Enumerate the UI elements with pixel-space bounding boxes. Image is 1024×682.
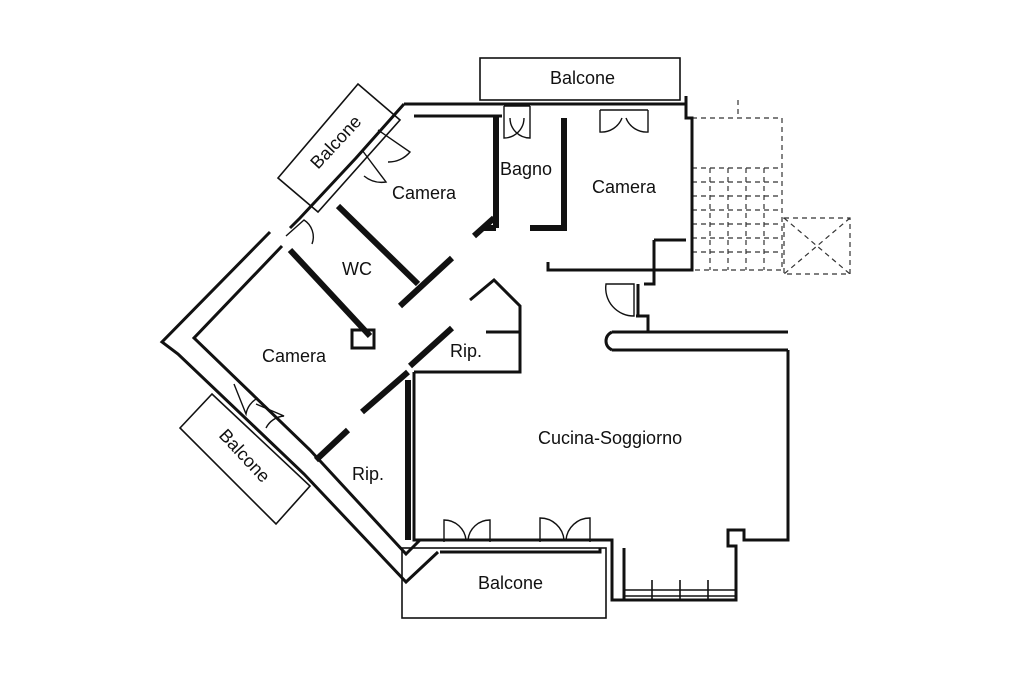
label-balcone-top: Balcone (550, 68, 615, 88)
balcone-top (479, 57, 681, 101)
label-camera-2: Camera (592, 177, 657, 197)
balcone-upper-left (276, 82, 402, 214)
label-balcone-upper-left: Balcone (306, 112, 365, 173)
label-bagno: Bagno (500, 159, 552, 179)
door-swings (233, 105, 736, 600)
label-balcone-bottom: Balcone (478, 573, 543, 593)
exterior-stair (692, 100, 851, 275)
interior-walls (287, 116, 686, 602)
label-rip-2: Rip. (352, 464, 384, 484)
label-camera-1: Camera (392, 183, 457, 203)
balcone-left (178, 392, 312, 526)
balcone-bottom (401, 547, 607, 619)
label-balcone-left: Balcone (215, 425, 274, 486)
label-rip-1: Rip. (450, 341, 482, 361)
label-wc: WC (342, 259, 372, 279)
exterior-walls (159, 96, 790, 602)
label-cucina-soggiorno: Cucina-Soggiorno (538, 428, 682, 448)
label-camera-3: Camera (262, 346, 327, 366)
